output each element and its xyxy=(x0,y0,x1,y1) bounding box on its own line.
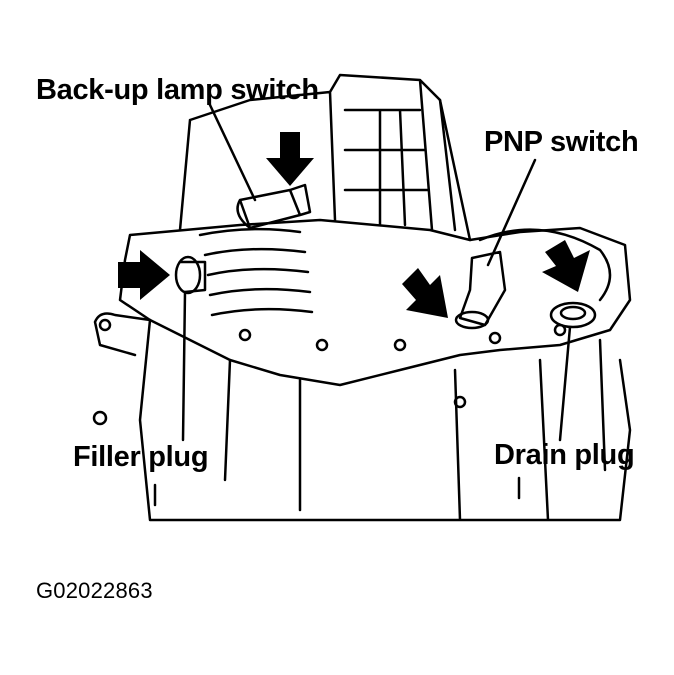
fins xyxy=(198,227,314,317)
lower-case xyxy=(138,318,632,522)
upper-case xyxy=(178,73,457,232)
leader-pnp xyxy=(486,158,537,267)
arrow-drain xyxy=(542,240,590,292)
arrow-pnp xyxy=(402,268,448,318)
mount-ear xyxy=(93,312,152,357)
callout-drain-plug: Drain plug xyxy=(494,439,635,471)
callout-backup-lamp-switch: Back-up lamp switch xyxy=(36,74,319,106)
case-right-edge xyxy=(438,98,472,242)
housing-flange xyxy=(118,218,632,387)
pnp-switch-base xyxy=(454,310,490,330)
housing-boss xyxy=(478,228,612,302)
drain-plug xyxy=(549,301,597,329)
callout-filler-plug: Filler plug xyxy=(73,441,209,473)
arrow-filler xyxy=(118,250,170,300)
figure-code: G02022863 xyxy=(36,578,153,603)
filler-plug xyxy=(174,255,202,295)
leader-drain xyxy=(517,325,572,500)
leader-filler xyxy=(153,290,187,507)
filler-plug-boss xyxy=(178,260,207,294)
case-ribs xyxy=(343,108,430,227)
backup-switch-body xyxy=(236,183,312,230)
leader-backup xyxy=(208,103,257,202)
callout-pnp-switch: PNP switch xyxy=(484,126,639,158)
arrow-backup xyxy=(266,132,314,186)
